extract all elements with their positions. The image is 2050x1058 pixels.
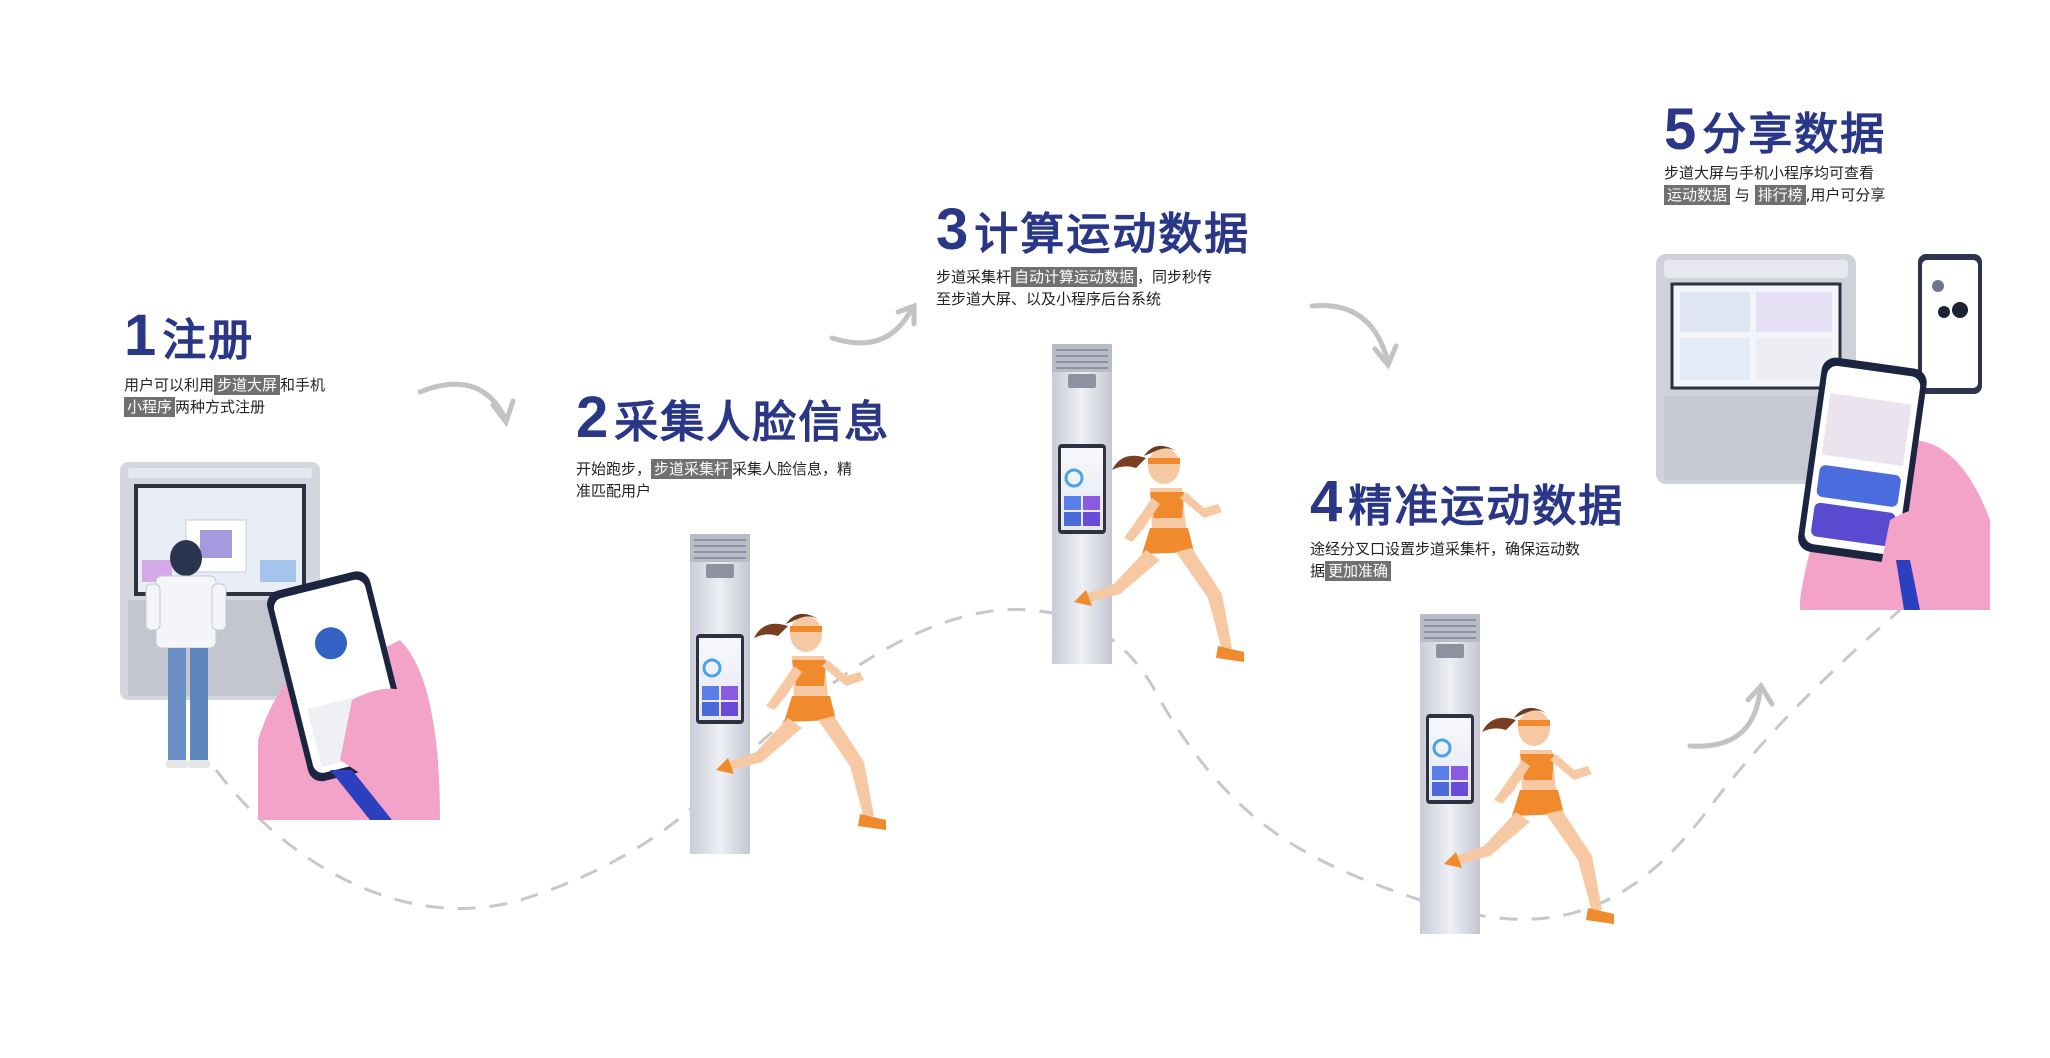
step1-description: 用户可以利用步道大屏和手机 小程序两种方式注册 — [124, 375, 326, 417]
step3-number: 3 — [936, 197, 969, 262]
step2-title: 2 采集人脸信息 — [576, 384, 890, 451]
step1-title: 1 注册 — [124, 302, 254, 369]
step1-illustration — [120, 462, 440, 820]
step2-description: 开始跑步，步道采集杆采集人脸信息，精 准匹配用户 — [576, 459, 853, 500]
step2-title-text: 采集人脸信息 — [614, 397, 891, 448]
step2-highlight-1: 步道采集杆 — [651, 459, 733, 479]
step2-number: 2 — [576, 385, 609, 450]
step3-highlight-1: 自动计算运动数据 — [1011, 267, 1138, 287]
arrow-3-to-4 — [1309, 302, 1399, 370]
step1-number: 1 — [124, 303, 157, 368]
step3-title: 3 计算运动数据 — [936, 196, 1250, 263]
step5-description: 步道大屏与手机小程序均可查看 运动数据 与 排行榜,用户可分享 — [1664, 164, 1886, 205]
step5-title-text: 分享数据 — [1702, 109, 1887, 160]
step4-highlight-1: 更加准确 — [1325, 561, 1392, 581]
step1-highlight-2: 小程序 — [124, 397, 176, 417]
step4-number: 4 — [1310, 469, 1343, 534]
arrow-4-to-5 — [1687, 681, 1775, 749]
step5-title: 5 分享数据 — [1664, 96, 1886, 163]
step3-description: 步道采集杆自动计算运动数据，同步秒传 至步道大屏、以及小程序后台系统 — [936, 267, 1213, 308]
step5-number: 5 — [1664, 97, 1697, 162]
arrow-1-to-2 — [417, 381, 516, 428]
step3-title-text: 计算运动数据 — [974, 209, 1251, 260]
step5-illustration — [1656, 254, 1990, 610]
step1-title-text: 注册 — [162, 315, 255, 366]
step4-title: 4 精准运动数据 — [1310, 468, 1624, 535]
step2-illustration — [688, 532, 886, 856]
step4-description: 途经分叉口设置步道采集杆，确保运动数 据更加准确 — [1310, 540, 1581, 581]
step4-illustration — [1418, 612, 1614, 936]
step3-illustration — [1050, 342, 1244, 666]
step5-highlight-1: 运动数据 — [1664, 185, 1731, 205]
step1-highlight-1: 步道大屏 — [214, 375, 281, 395]
arrow-2-to-3 — [829, 302, 917, 346]
step5-highlight-2: 排行榜 — [1754, 185, 1806, 205]
step4-title-text: 精准运动数据 — [1348, 481, 1625, 532]
